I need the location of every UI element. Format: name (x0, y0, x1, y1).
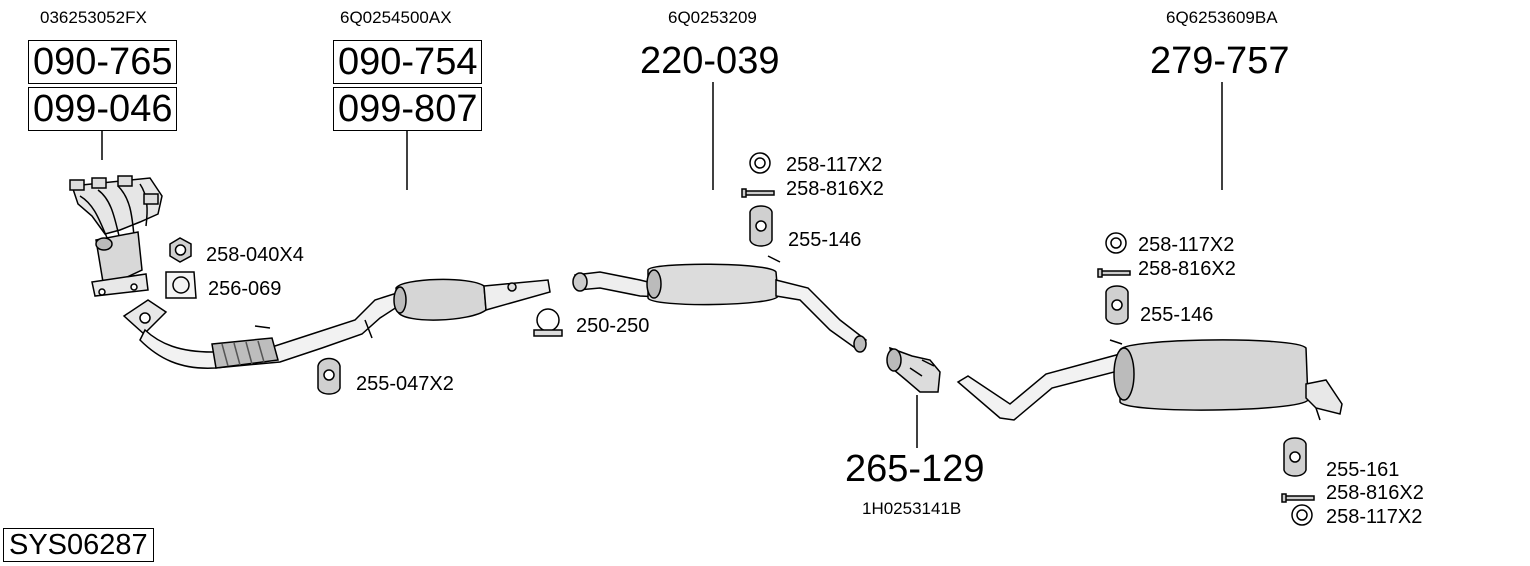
rear-ring-label[interactable]: 258-117X2 (1138, 234, 1235, 256)
gasket-icon (165, 271, 197, 299)
manifold-part-2[interactable]: 099-046 (28, 87, 178, 131)
tail-bolt-icon (1281, 493, 1315, 503)
mid-hanger-icon (749, 205, 773, 247)
catalyst-drawing (122, 278, 551, 369)
clamp-label[interactable]: 250-250 (576, 315, 650, 337)
catalyst-oem: 6Q0254500AX (340, 8, 452, 27)
middle-silencer-part[interactable]: 220-039 (640, 40, 780, 82)
rear-hanger-icon (1105, 285, 1129, 325)
catalyst-part-2[interactable]: 099-807 (333, 87, 483, 131)
tail-bolt-label[interactable]: 258-816X2 (1326, 482, 1424, 504)
manifold-drawing (69, 175, 163, 297)
gasket-label[interactable]: 256-069 (208, 278, 282, 300)
rear-bolt-label[interactable]: 258-816X2 (1138, 258, 1236, 280)
mid-bolt-label[interactable]: 258-816X2 (786, 178, 884, 200)
tail-hanger-label[interactable]: 255-161 (1326, 459, 1400, 481)
rear-hanger-label[interactable]: 255-146 (1140, 304, 1214, 326)
front-hanger-label[interactable]: 255-047X2 (356, 373, 454, 395)
rear-silencer-part[interactable]: 279-757 (1150, 40, 1290, 82)
nut-icon (169, 237, 192, 263)
system-code: SYS06287 (3, 528, 154, 562)
tail-hanger-icon (1283, 437, 1307, 477)
catalyst-part-1[interactable]: 090-754 (333, 40, 483, 84)
mid-ring-label[interactable]: 258-117X2 (786, 154, 883, 176)
mid-hanger-label[interactable]: 255-146 (788, 229, 862, 251)
tail-ring-icon (1291, 504, 1313, 526)
mid-ring-icon (749, 152, 771, 174)
tail-ring-label[interactable]: 258-117X2 (1326, 506, 1423, 528)
middle-silencer-oem: 6Q0253209 (668, 8, 757, 27)
rear-silencer-drawing (956, 339, 1343, 421)
nut-label[interactable]: 258-040X4 (206, 244, 304, 266)
rear-silencer-oem: 6Q6253609BA (1166, 8, 1278, 27)
connector-drawing (886, 346, 941, 393)
manifold-part-1[interactable]: 090-765 (28, 40, 178, 84)
rear-ring-icon (1105, 232, 1127, 254)
front-hanger-icon (317, 357, 341, 395)
rear-bolt-icon (1097, 268, 1131, 278)
manifold-oem: 036253052FX (40, 8, 147, 27)
mid-bolt-icon (741, 188, 775, 198)
connector-part[interactable]: 265-129 (845, 448, 985, 490)
clamp-icon (533, 308, 563, 337)
middle-silencer-drawing (572, 255, 868, 353)
connector-oem: 1H0253141B (862, 499, 962, 518)
